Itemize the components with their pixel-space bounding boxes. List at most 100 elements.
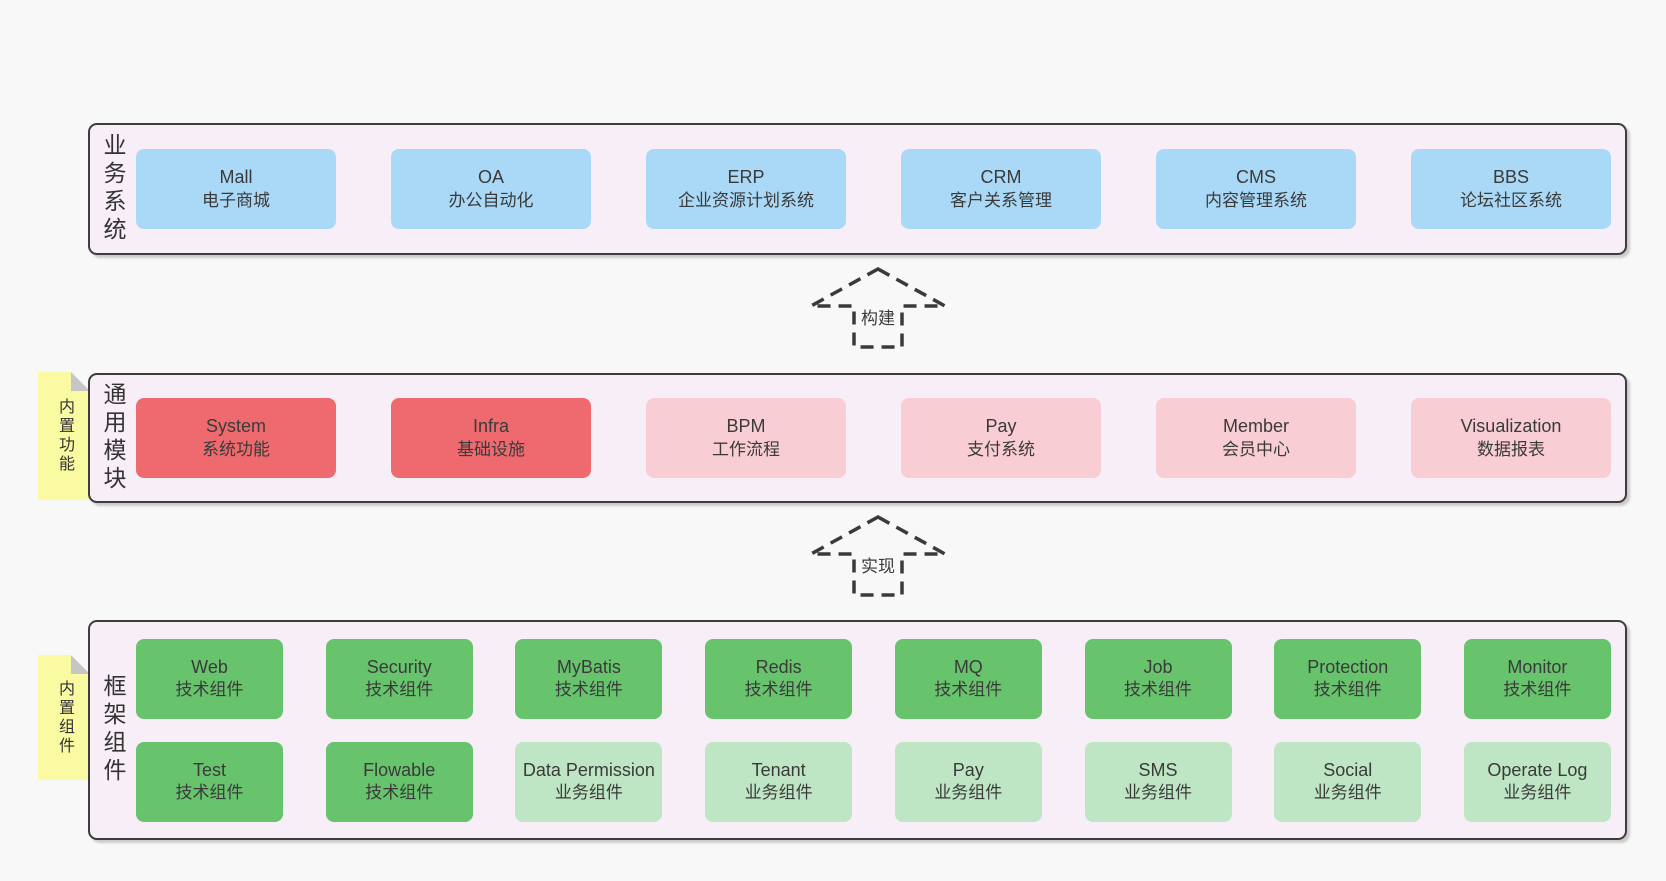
build-arrow: 构建 — [808, 266, 948, 350]
box-name: Operate Log — [1487, 759, 1588, 780]
box-name: Protection — [1307, 656, 1389, 677]
layer-label-text: 框架组件 — [100, 674, 126, 786]
box-subtitle: 业务组件 — [1313, 783, 1382, 803]
box-name: Web — [191, 656, 228, 677]
dashed-up-arrow-icon — [810, 515, 946, 597]
box-subtitle: 技术组件 — [1313, 680, 1382, 700]
box-subtitle: 办公自动化 — [448, 190, 534, 210]
box-subtitle: 技术组件 — [1503, 680, 1572, 700]
box-name: Security — [366, 656, 432, 677]
box-subtitle: 论坛社区系统 — [1460, 190, 1562, 210]
box-subtitle: 基础设施 — [457, 439, 525, 459]
box-name: Member — [1222, 416, 1289, 437]
box-pay: Pay 业务组件 — [894, 741, 1042, 822]
box-name: Mall — [219, 167, 253, 188]
box-subtitle: 系统功能 — [202, 439, 270, 459]
box-security: Security 技术组件 — [325, 638, 473, 719]
box-name: CMS — [1236, 167, 1276, 188]
box-name: Pay — [952, 759, 984, 780]
box-subtitle: 会员中心 — [1222, 439, 1290, 459]
box-name: Data Permission — [522, 759, 655, 780]
box-subtitle: 技术组件 — [1124, 680, 1193, 700]
note-text: 内置功能 — [56, 398, 73, 474]
box-subtitle: 支付系统 — [967, 439, 1035, 459]
box-subtitle: 业务组件 — [744, 783, 813, 803]
implement-arrow: 实现 — [808, 514, 948, 598]
box-subtitle: 数据报表 — [1477, 439, 1545, 459]
box-name: Monitor — [1507, 656, 1568, 677]
note-text: 内置组件 — [56, 679, 73, 756]
box-name: Social — [1323, 759, 1373, 780]
box-name: Tenant — [751, 759, 806, 780]
box-operate-log: Operate Log 业务组件 — [1463, 741, 1611, 822]
box-subtitle: 技术组件 — [365, 680, 434, 700]
box-name: BPM — [726, 416, 766, 437]
layer-vertical-label: 框架组件 — [90, 622, 136, 838]
box-name: Pay — [985, 416, 1017, 437]
box-monitor: Monitor 技术组件 — [1463, 638, 1611, 719]
box-subtitle: 技术组件 — [934, 680, 1003, 700]
box-subtitle: 技术组件 — [744, 680, 813, 700]
box-subtitle: 业务组件 — [1503, 783, 1572, 803]
box-subtitle: 工作流程 — [712, 439, 780, 459]
note-built-in-features: 内置功能 — [38, 372, 90, 500]
box-name: BBS — [1492, 167, 1530, 188]
box-subtitle: 电子商城 — [202, 190, 270, 210]
box-name: CRM — [980, 167, 1022, 188]
box-job: Job 技术组件 — [1084, 638, 1232, 719]
box-sms: SMS 业务组件 — [1084, 741, 1232, 822]
layer-label-text: 业务系统 — [100, 133, 126, 245]
build-arrow-label: 构建 — [857, 304, 899, 329]
box-name: Visualization — [1460, 416, 1562, 437]
box-subtitle: 内容管理系统 — [1205, 190, 1307, 210]
box-name: Test — [192, 759, 226, 780]
box-social: Social 业务组件 — [1274, 741, 1422, 822]
layer-vertical-label: 通用模块 — [90, 375, 136, 501]
box-name: ERP — [727, 167, 765, 188]
box-tenant: Tenant 业务组件 — [705, 741, 853, 822]
box-subtitle: 企业资源计划系统 — [678, 190, 814, 210]
box-name: OA — [477, 167, 504, 188]
box-subtitle: 客户关系管理 — [950, 190, 1052, 210]
dashed-up-arrow-icon — [810, 267, 946, 349]
box-name: Infra — [472, 416, 510, 437]
box-protection: Protection 技术组件 — [1274, 638, 1422, 719]
box-name: System — [205, 416, 266, 437]
box-name: SMS — [1138, 759, 1178, 780]
layer-label-text: 通用模块 — [100, 382, 126, 494]
box-name: Redis — [755, 656, 802, 677]
layer-vertical-label: 业务系统 — [90, 125, 136, 253]
box-name: Job — [1143, 656, 1173, 677]
box-subtitle: 技术组件 — [365, 783, 434, 803]
box-subtitle: 业务组件 — [934, 783, 1003, 803]
box-subtitle: 业务组件 — [1124, 783, 1193, 803]
